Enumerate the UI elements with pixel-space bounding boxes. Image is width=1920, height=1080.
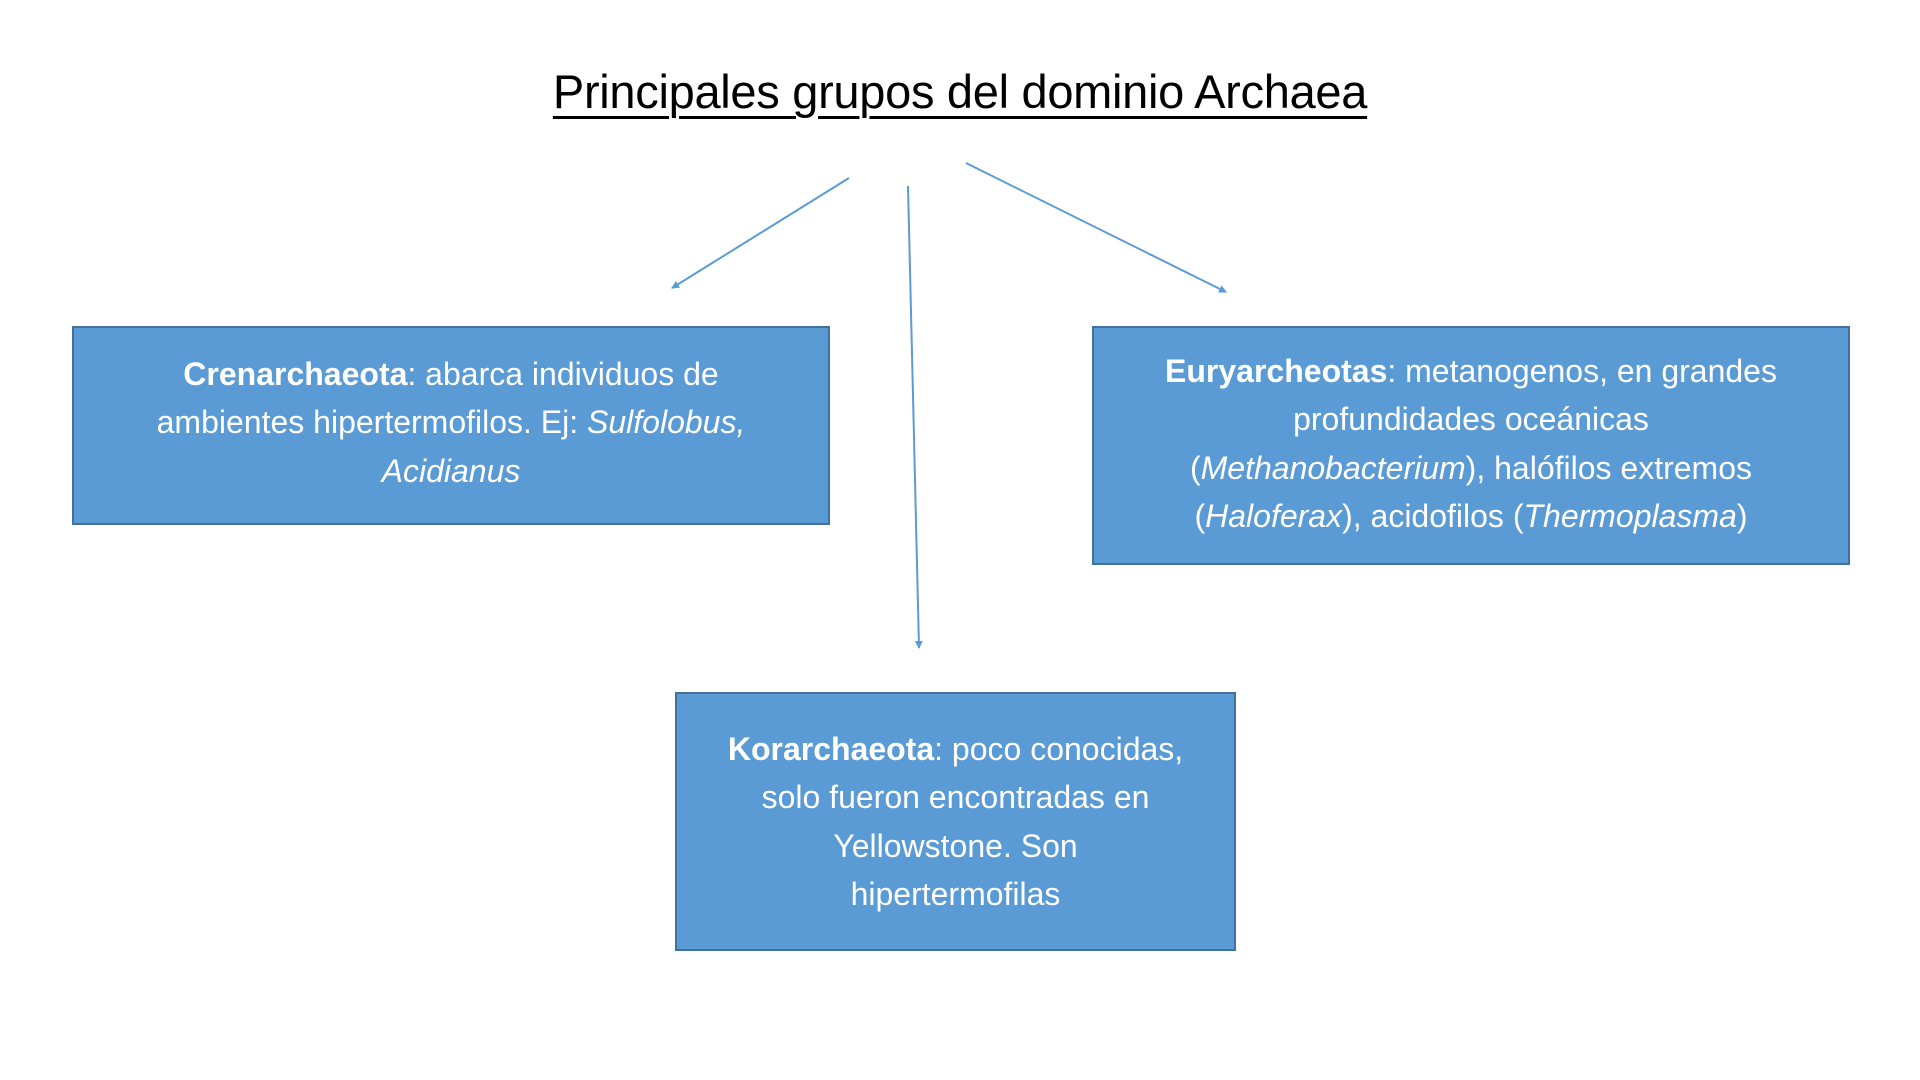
crenarchaeota-desc-2: ambientes hipertermofilos. Ej: xyxy=(156,404,588,441)
crenarchaeota-line-2: ambientes hipertermofilos. Ej: Sulfolobu… xyxy=(157,398,746,447)
species-methanobacterium: Methanobacterium xyxy=(1200,449,1466,486)
euryarcheotas-desc-2: profundidades oceánicas xyxy=(1293,401,1649,437)
crenarchaeota-line-1: Crenarchaeota: abarca individuos de xyxy=(183,350,718,399)
crenarchaeota-name: Crenarchaeota xyxy=(183,355,408,392)
euryarcheotas-desc-1: : metanogenos, en grandes xyxy=(1387,352,1777,389)
crenarchaeota-line-3: Acidianus xyxy=(382,447,521,496)
diagram-title-text: Principales grupos del dominio Archaea xyxy=(552,65,1368,118)
species-thermoplasma: Thermoplasma xyxy=(1523,498,1737,534)
korarchaeota-box: Korarchaeota: poco conocidas, solo fuero… xyxy=(675,692,1236,951)
crenarchaeota-box: Crenarchaeota: abarca individuos de ambi… xyxy=(72,326,830,525)
species-sulfolobus: Sulfolobus, xyxy=(587,404,746,441)
korarchaeota-line-4: hipertermofilas xyxy=(850,876,1061,912)
euryarcheotas-line-2: profundidades oceánicas xyxy=(1293,395,1649,444)
korarchaeota-name: Korarchaeota xyxy=(727,730,935,767)
diagram-title: Principales grupos del dominio Archaea xyxy=(0,62,1920,122)
paren-open: ( xyxy=(1194,498,1206,534)
crenarchaeota-desc-1: : abarca individuos de xyxy=(407,355,719,392)
arrow-to-crenarchaeota xyxy=(671,177,850,289)
arrow-to-korarchaeota xyxy=(907,185,923,649)
euryarcheotas-line-4: (Haloferax), acidofilos (Thermoplasma) xyxy=(1194,492,1747,541)
korarchaeota-desc-1: : poco conocidas, xyxy=(934,730,1184,767)
species-acidianus: Acidianus xyxy=(381,452,521,489)
arrow-to-euryarcheotas xyxy=(965,162,1227,293)
species-haloferax: Haloferax xyxy=(1205,498,1343,534)
euryarcheotas-box: Euryarcheotas: metanogenos, en grandes p… xyxy=(1092,326,1850,565)
paren-open: ( xyxy=(1189,449,1201,486)
euryarcheotas-desc-3: ), halófilos extremos xyxy=(1465,449,1752,486)
paren-close: ) xyxy=(1736,498,1748,534)
euryarcheotas-line-3: (Methanobacterium), halófilos extremos xyxy=(1190,444,1752,493)
euryarcheotas-desc-4: ), acidofilos ( xyxy=(1342,498,1524,534)
euryarcheotas-name: Euryarcheotas xyxy=(1165,352,1388,389)
korarchaeota-line-1: Korarchaeota: poco conocidas, xyxy=(728,725,1183,774)
korarchaeota-line-2: solo fueron encontradas en xyxy=(761,779,1150,815)
euryarcheotas-line-1: Euryarcheotas: metanogenos, en grandes xyxy=(1165,347,1777,396)
korarchaeota-line-3: Yellowstone. Son xyxy=(833,827,1078,864)
